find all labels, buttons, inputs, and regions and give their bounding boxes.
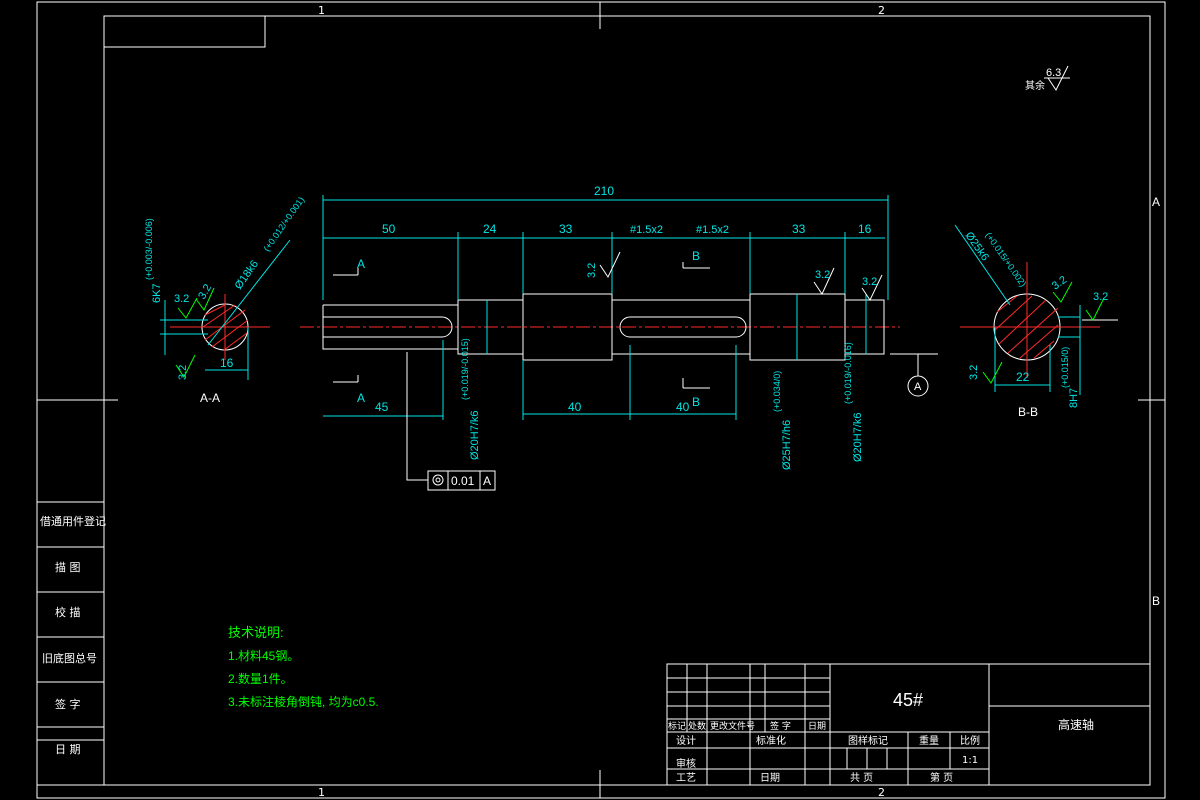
section-cut-markers bbox=[333, 262, 710, 389]
bb-dia-tol: (+0.015/+0.002) bbox=[983, 230, 1028, 288]
strip-label-6: 日 期 bbox=[55, 743, 81, 756]
bb-rough-3: 3.2 bbox=[968, 365, 980, 380]
cut-a-bottom: A bbox=[357, 391, 365, 405]
datum-label: A bbox=[914, 381, 922, 393]
tb-material: 45# bbox=[893, 690, 923, 710]
tb-weight: 重量 bbox=[919, 734, 939, 747]
aa-rough-1: 3.2 bbox=[174, 293, 189, 305]
shaft-roughness-symbols bbox=[599, 251, 883, 302]
aa-dia: Ø18k6 bbox=[233, 258, 261, 291]
dim-overall: 210 bbox=[594, 184, 614, 198]
bb-rough-2: 3.2 bbox=[1050, 274, 1069, 293]
dim-24: 24 bbox=[483, 222, 497, 236]
dimension-lines bbox=[322, 195, 889, 420]
strip-label-4: 旧底图总号 bbox=[42, 651, 97, 665]
zone-side-b: B bbox=[1152, 594, 1160, 608]
tb-count: 处数 bbox=[688, 720, 706, 732]
tb-date: 日期 bbox=[808, 721, 826, 732]
tb-scale: 1:1 bbox=[962, 755, 978, 766]
aa-dia-tol: (+0.012/+0.001) bbox=[261, 195, 306, 253]
strip-label-1: 借通用件登记 bbox=[40, 514, 106, 528]
datum-symbol bbox=[890, 353, 938, 397]
section-aa bbox=[160, 239, 291, 380]
zone-top-2: 2 bbox=[878, 4, 885, 17]
tb-standard: 标准化 bbox=[756, 734, 786, 747]
cut-b-top: B bbox=[692, 249, 700, 263]
dim-chamfer-1: #1.5x2 bbox=[630, 224, 663, 236]
tb-change-doc: 更改文件号 bbox=[710, 720, 755, 732]
tb-page: 第 页 bbox=[930, 771, 953, 784]
aa-rough-3: 3.2 bbox=[177, 365, 189, 380]
fit-2: Ø25H7/h6 bbox=[781, 420, 793, 470]
tb-approve: 日期 bbox=[760, 772, 780, 784]
roughness-corner-value: 6.3 bbox=[1046, 67, 1061, 79]
zone-side-a: A bbox=[1152, 195, 1160, 209]
dim-33b: 33 bbox=[792, 222, 806, 236]
roughness-corner-label: 其余 bbox=[1025, 79, 1045, 92]
dim-40b: 40 bbox=[676, 400, 690, 414]
strip-label-5: 签 字 bbox=[55, 697, 81, 711]
fit-1-tol: (+0.019/-0.015) bbox=[460, 338, 470, 400]
section-bb bbox=[954, 224, 1118, 395]
tb-stage: 图样标记 bbox=[848, 734, 888, 747]
tolerance-frame bbox=[406, 352, 496, 491]
dim-45: 45 bbox=[375, 400, 389, 414]
bb-key: 8H7 bbox=[1068, 388, 1080, 408]
tb-sign: 签 字 bbox=[770, 720, 791, 732]
cut-b-bottom: B bbox=[692, 395, 700, 409]
tb-design: 设计 bbox=[676, 734, 696, 747]
dim-40a: 40 bbox=[568, 400, 582, 414]
aa-label: A-A bbox=[200, 391, 220, 405]
fit-2-tol: (+0.034/0) bbox=[772, 371, 782, 412]
tb-part-name: 高速轴 bbox=[1058, 717, 1094, 732]
tech-notes-title: 技术说明: bbox=[228, 625, 284, 640]
aa-rough-2: 3.2 bbox=[196, 282, 214, 301]
tb-scale-label: 比例 bbox=[960, 734, 980, 747]
strip-label-2: 描 图 bbox=[55, 560, 81, 574]
fit-1: Ø20H7/k6 bbox=[469, 410, 481, 460]
bb-key-tol: (+0.015/0) bbox=[1060, 347, 1070, 388]
tech-note-2: 2.数量1件。 bbox=[228, 671, 293, 686]
tb-review: 审核 bbox=[676, 757, 696, 770]
zone-top-1: 1 bbox=[318, 4, 325, 17]
tolerance-datum: A bbox=[483, 474, 491, 488]
aa-key-tol: (+0.003/-0.006) bbox=[144, 218, 154, 280]
roughness-2: 3.2 bbox=[815, 269, 830, 281]
zone-bottom-2: 2 bbox=[878, 786, 885, 799]
bb-width: 22 bbox=[1016, 370, 1030, 384]
bb-rough-1: 3.2 bbox=[1093, 291, 1108, 303]
tb-process: 工艺 bbox=[676, 772, 696, 784]
aa-key: 6K7 bbox=[151, 283, 163, 303]
tech-note-3: 3.未标注棱角倒钝, 均为c0.5. bbox=[228, 694, 379, 709]
strip-label-3: 校 描 bbox=[55, 605, 81, 619]
dim-16: 16 bbox=[858, 222, 872, 236]
corner-roughness bbox=[1044, 65, 1070, 91]
zone-bottom-1: 1 bbox=[318, 786, 325, 799]
dim-50: 50 bbox=[382, 222, 396, 236]
roughness-1: 3.2 bbox=[586, 263, 598, 278]
roughness-3: 3.2 bbox=[862, 276, 877, 288]
fit-3-tol: (+0.019/-0.016) bbox=[843, 342, 853, 404]
dim-chamfer-2: #1.5x2 bbox=[696, 224, 729, 236]
title-block bbox=[666, 663, 1151, 786]
tb-mark: 标记 bbox=[668, 720, 686, 732]
bb-label: B-B bbox=[1018, 405, 1038, 419]
aa-width: 16 bbox=[220, 356, 234, 370]
tolerance-value: 0.01 bbox=[451, 474, 475, 488]
dim-33a: 33 bbox=[559, 222, 573, 236]
tb-total: 共 页 bbox=[850, 772, 873, 784]
cut-a-top: A bbox=[357, 257, 365, 271]
left-record-strip bbox=[36, 399, 105, 786]
tech-note-1: 1.材料45钢。 bbox=[228, 649, 299, 663]
fit-3: Ø20H7/k6 bbox=[852, 412, 864, 462]
